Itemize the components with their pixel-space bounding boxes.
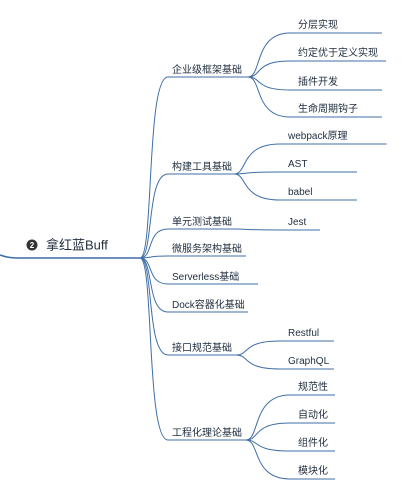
child-connector: [233, 143, 387, 175]
branch-connector: [139, 257, 246, 441]
branch-node-label[interactable]: Serverless基础: [172, 270, 239, 283]
branch-connector: [139, 257, 248, 313]
root-badge-text: 2: [30, 241, 35, 250]
branch-node-label[interactable]: 接口规范基础: [172, 341, 232, 354]
child-node-label[interactable]: babel: [288, 187, 312, 198]
root-label: 拿红蓝Buff: [46, 238, 108, 253]
child-connector: [247, 60, 386, 78]
child-connector: [245, 439, 335, 480]
branch-node-label[interactable]: 单元测试基础: [172, 215, 232, 228]
branch-connector: [139, 255, 246, 259]
child-node-label[interactable]: 生命周期钩子: [298, 102, 358, 115]
branch-node-label[interactable]: 企业级框架基础: [172, 63, 242, 76]
branch-connector: [139, 228, 236, 259]
child-connector: [235, 340, 334, 356]
child-node-label[interactable]: 约定优于定义实现: [298, 46, 378, 59]
child-node-label[interactable]: 组件化: [298, 436, 328, 449]
child-node-label[interactable]: 自动化: [298, 408, 328, 421]
child-node-label[interactable]: webpack原理: [287, 130, 347, 142]
child-connector: [245, 439, 335, 452]
child-connector: [233, 171, 357, 175]
branch-connector: [139, 76, 248, 259]
branch-connector: [139, 257, 236, 356]
child-connector: [233, 173, 357, 201]
child-node-label[interactable]: GraphQL: [288, 356, 330, 367]
child-connector: [245, 422, 335, 441]
child-connector: [247, 32, 382, 78]
branch-node-label[interactable]: 构建工具基础: [172, 160, 232, 173]
child-connector: [245, 394, 335, 441]
child-connector: [235, 354, 334, 370]
root-node[interactable]: 2 拿红蓝Buff: [26, 238, 109, 253]
child-node-label[interactable]: 分层实现: [298, 18, 338, 31]
root-number-badge: [26, 239, 38, 251]
child-node-label[interactable]: 规范性: [298, 380, 328, 393]
connector-lines: [0, 32, 387, 480]
branch-connector: [139, 173, 234, 259]
child-connector: [247, 76, 382, 91]
branch-node-label[interactable]: 工程化理论基础: [172, 426, 242, 439]
branch-node-label[interactable]: 微服务架构基础: [172, 242, 242, 255]
child-node-label[interactable]: Restful: [288, 328, 319, 339]
branch-node-label[interactable]: Dock容器化基础: [172, 298, 245, 311]
child-connector: [247, 76, 382, 118]
child-node-label[interactable]: Jest: [288, 217, 307, 228]
child-node-label[interactable]: 模块化: [298, 464, 328, 477]
child-node-label[interactable]: 插件开发: [298, 75, 338, 88]
child-connector: [235, 228, 320, 231]
child-node-label[interactable]: AST: [288, 159, 307, 170]
root-underline: [0, 254, 140, 259]
